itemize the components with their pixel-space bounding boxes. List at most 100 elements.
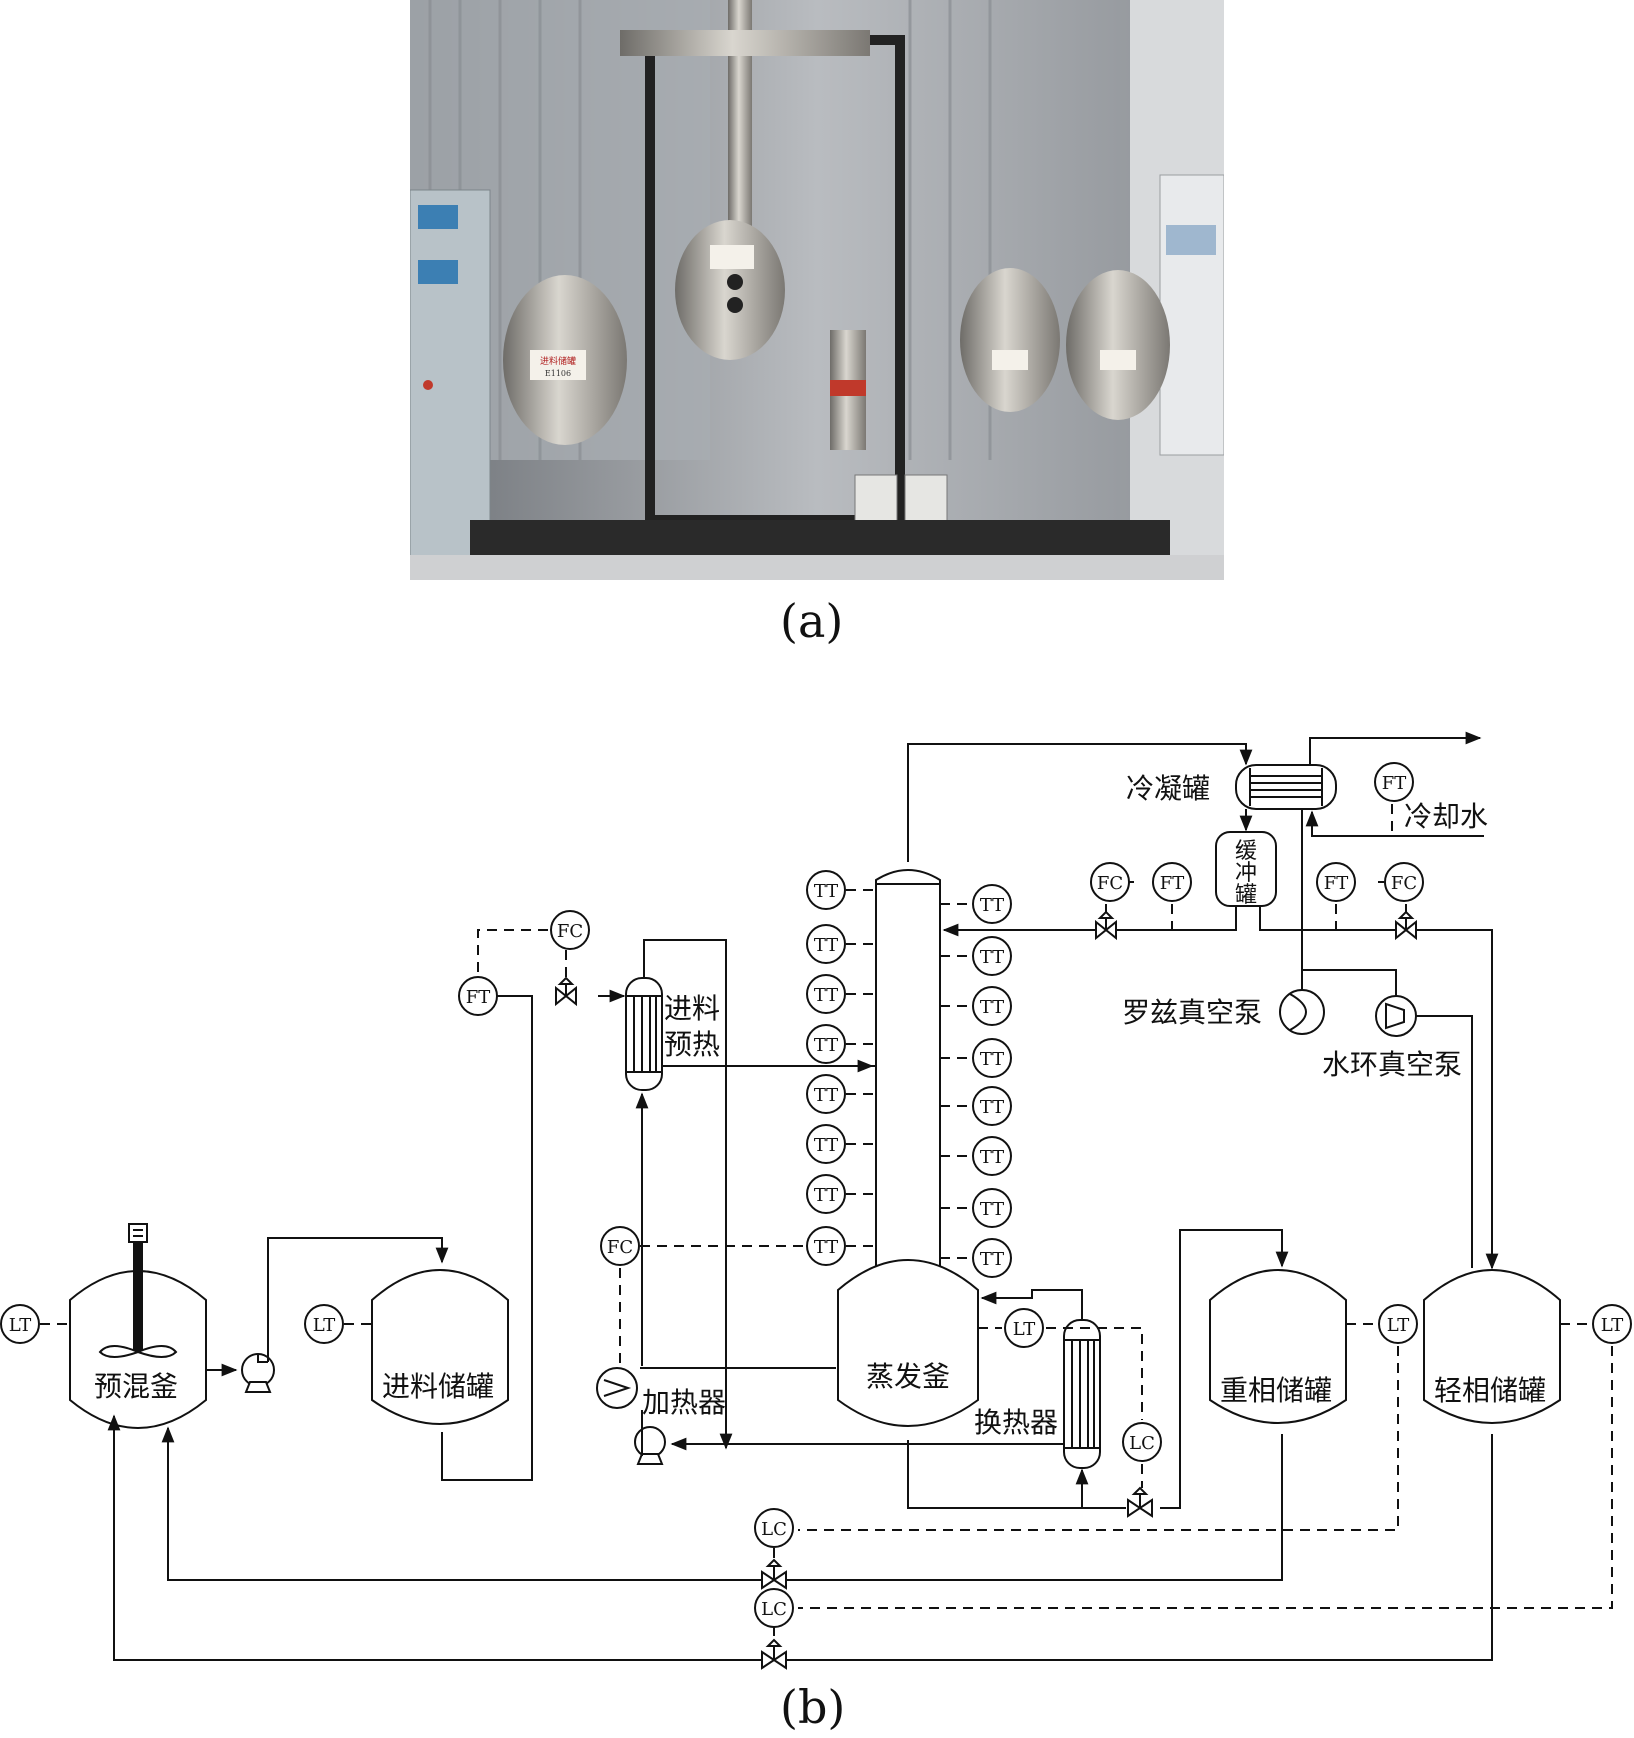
pump-unit-2 — [904, 474, 948, 524]
line-buffer-to-light — [1259, 906, 1499, 1270]
svg-text:FT: FT — [466, 987, 491, 1008]
fc-feed: FC — [550, 910, 590, 950]
line-feedtank-out — [441, 995, 533, 1481]
line-heavy-recycle — [161, 1426, 1283, 1581]
label-light-tank: 轻相储罐 — [1434, 1374, 1546, 1407]
pump-unit-1 — [854, 474, 898, 524]
tt-right-6: TT — [972, 1136, 1012, 1176]
evaporator-photo — [675, 220, 785, 360]
evaporator — [837, 1259, 979, 1427]
label-heavy-tank: 重相储罐 — [1220, 1374, 1332, 1407]
line-evaporator-bottom — [907, 1440, 1089, 1509]
svg-text:LC: LC — [761, 1599, 787, 1620]
tt-left-4: TT — [806, 1024, 846, 1064]
svg-text:TT: TT — [980, 997, 1004, 1018]
label-heater: 加热器 — [642, 1386, 726, 1419]
agitator-blade — [98, 1345, 178, 1358]
roots-vacuum-pump — [1279, 989, 1325, 1035]
signal-lc-light — [798, 1346, 1613, 1609]
svg-text:TT: TT — [980, 1249, 1004, 1270]
line-exchanger-return — [980, 1289, 1083, 1320]
tt-left-5: TT — [806, 1074, 846, 1114]
valve-evaporator-bottom — [1127, 1486, 1153, 1518]
heavy-tank-label-bg — [992, 350, 1028, 370]
line-heavy-feed — [1160, 1229, 1289, 1509]
svg-text:FT: FT — [1160, 873, 1185, 894]
svg-text:TT: TT — [814, 985, 838, 1006]
svg-text:TT: TT — [814, 1237, 838, 1258]
buffer-tank — [1215, 831, 1277, 907]
lt-premix: LT — [0, 1304, 40, 1344]
label-preheat-2: 预热 — [664, 1028, 720, 1061]
svg-text:TT: TT — [980, 1199, 1004, 1220]
svg-text:LT: LT — [1601, 1315, 1624, 1336]
label-buffer-3: 罐 — [1235, 883, 1257, 908]
evaporator-sightglass — [727, 274, 743, 290]
label-heat-exchanger: 换热器 — [974, 1406, 1058, 1439]
feed-tank-label: 进料储罐 — [540, 355, 576, 367]
valve-light-recycle — [761, 1638, 787, 1670]
agitator-motor — [128, 1223, 148, 1243]
svg-text:TT: TT — [814, 1135, 838, 1156]
svg-text:LC: LC — [1129, 1433, 1155, 1454]
svg-text:TT: TT — [980, 1097, 1004, 1118]
light-phase-tank — [1423, 1269, 1561, 1424]
svg-text:FC: FC — [1097, 873, 1123, 894]
tt-right-8: TT — [972, 1238, 1012, 1278]
tt-left-1: TT — [806, 870, 846, 910]
equipment-photo: 进料储罐 E1106 — [410, 0, 1224, 580]
cabinet-screen-2 — [418, 260, 458, 284]
svg-text:FT: FT — [1324, 873, 1349, 894]
signal-lc-heavy — [798, 1346, 1399, 1531]
svg-text:TT: TT — [980, 1049, 1004, 1070]
svg-text:TT: TT — [980, 947, 1004, 968]
circulation-pump — [634, 1426, 666, 1458]
lc-light: LC — [754, 1588, 794, 1628]
label-premix-kettle: 预混釜 — [94, 1370, 178, 1403]
lt-feedtank: LT — [304, 1304, 344, 1344]
feed-tank-label-bg — [530, 350, 586, 380]
tt-right-4: TT — [972, 1038, 1012, 1078]
top-condenser — [620, 30, 870, 56]
tt-left-3: TT — [806, 974, 846, 1014]
lc-evaporator: LC — [1122, 1422, 1162, 1462]
tt-right-7: TT — [972, 1188, 1012, 1228]
process-flow-diagram: LT LT FT FC FC TT TT TT TT TT TT TT TT T… — [0, 731, 1632, 1670]
label-buffer-2: 冲 — [1235, 861, 1257, 886]
air-conditioner — [1159, 174, 1224, 456]
tt-right-2: TT — [972, 936, 1012, 976]
label-feed-tank: 进料储罐 — [382, 1370, 494, 1403]
label-roots-pump: 罗兹真空泵 — [1122, 996, 1262, 1029]
base-platform — [470, 520, 1170, 560]
line-condenser-out — [1309, 731, 1482, 764]
floor — [410, 555, 1224, 580]
svg-text:FC: FC — [607, 1237, 633, 1258]
line-buffer-reflux — [942, 906, 1237, 937]
tt-right-3: TT — [972, 986, 1012, 1026]
valve-heavy-recycle — [761, 1558, 787, 1590]
exchanger-stripe — [830, 380, 866, 396]
valve-feed — [555, 976, 577, 1007]
tt-left-2: TT — [806, 924, 846, 964]
lc-heavy: LC — [754, 1508, 794, 1548]
svg-text:TT: TT — [980, 1147, 1004, 1168]
agitator-shaft — [133, 1241, 143, 1353]
lt-heavy: LT — [1378, 1304, 1418, 1344]
cabinet-light — [423, 380, 433, 390]
ft-reflux: FT — [1152, 862, 1192, 902]
ft-feed: FT — [458, 976, 498, 1016]
svg-text:LT: LT — [9, 1315, 32, 1336]
svg-text:TT: TT — [814, 935, 838, 956]
tt-right-1: TT — [972, 884, 1012, 924]
label-water-ring-pump: 水环真空泵 — [1322, 1048, 1462, 1081]
ft-cooling: FT — [1374, 762, 1414, 802]
air-conditioner-panel — [1166, 225, 1216, 255]
tt-left-8: TT — [806, 1226, 846, 1266]
svg-text:LT: LT — [1013, 1319, 1036, 1340]
evaporator-label-bg — [710, 245, 754, 269]
caption-b: (b) — [780, 1680, 846, 1734]
light-tank-label-bg — [1100, 350, 1136, 370]
line-vacuum-ring — [1302, 969, 1397, 996]
line-preheater-top-return — [643, 939, 733, 1450]
svg-text:LC: LC — [761, 1519, 787, 1540]
